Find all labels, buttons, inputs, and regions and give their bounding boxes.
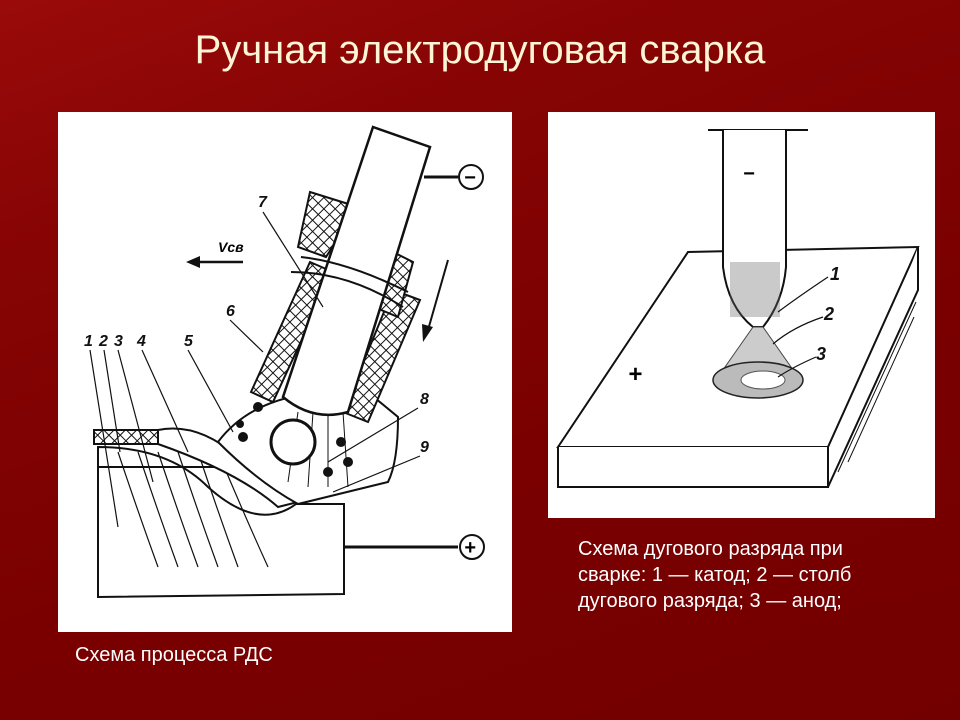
label-6: 6 <box>226 303 235 320</box>
minus-terminal-label: − <box>464 167 476 189</box>
label-1: 1 <box>84 333 93 350</box>
arc-discharge-diagram: + − 1 2 3 <box>548 112 935 518</box>
label-4: 4 <box>136 333 146 350</box>
label-9: 9 <box>420 439 429 456</box>
label-2: 2 <box>98 333 108 350</box>
velocity-label: Vсв <box>218 239 244 255</box>
label-8: 8 <box>420 391 429 408</box>
welding-process-illustration: − + Vсв 1 2 3 4 5 6 7 8 9 <box>84 125 485 599</box>
slide-title: Ручная электродуговая сварка <box>194 28 766 72</box>
right-diagram-caption: Схема дугового разряда при сварке: 1 — к… <box>578 538 852 612</box>
label-2: 2 <box>823 304 834 324</box>
label-7: 7 <box>258 194 268 211</box>
welding-process-diagram: − + Vсв 1 2 3 4 5 6 7 8 9 <box>58 112 512 632</box>
label-3: 3 <box>816 344 826 364</box>
plus-terminal-label: + <box>464 537 476 559</box>
label-3: 3 <box>114 333 123 350</box>
cathode-minus-label: − <box>743 163 755 185</box>
arc-discharge-illustration: + − 1 2 3 <box>556 129 920 488</box>
left-diagram-caption: Схема процесса РДС <box>75 644 273 666</box>
label-5: 5 <box>184 333 194 350</box>
label-1: 1 <box>830 264 840 284</box>
anode-plus-label: + <box>628 361 642 388</box>
